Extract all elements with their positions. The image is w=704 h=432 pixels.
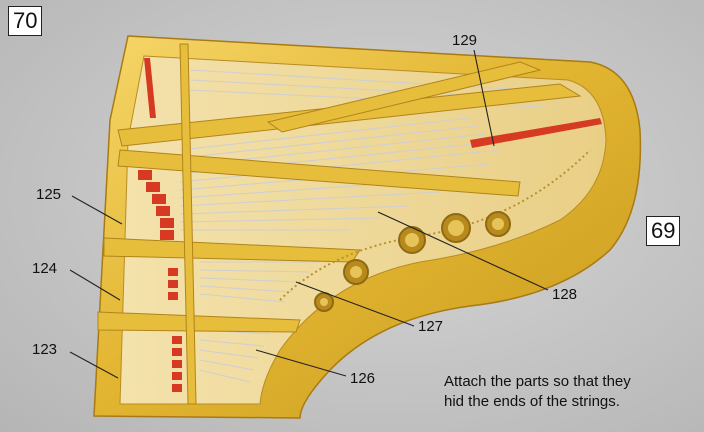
part-label-126: 126 bbox=[350, 370, 375, 387]
part-label-129: 129 bbox=[452, 32, 477, 49]
page-number-left: 70 bbox=[8, 6, 42, 36]
page-number-right: 69 bbox=[646, 216, 680, 246]
part-label-123: 123 bbox=[32, 341, 57, 358]
instruction-text: Attach the parts so that they hid the en… bbox=[444, 372, 694, 412]
instruction-line-1: Attach the parts so that they bbox=[444, 372, 694, 392]
part-label-128: 128 bbox=[552, 286, 577, 303]
part-label-125: 125 bbox=[36, 186, 61, 203]
part-label-127: 127 bbox=[418, 318, 443, 335]
part-label-124: 124 bbox=[32, 260, 57, 277]
instruction-line-2: hid the ends of the strings. bbox=[444, 392, 694, 412]
